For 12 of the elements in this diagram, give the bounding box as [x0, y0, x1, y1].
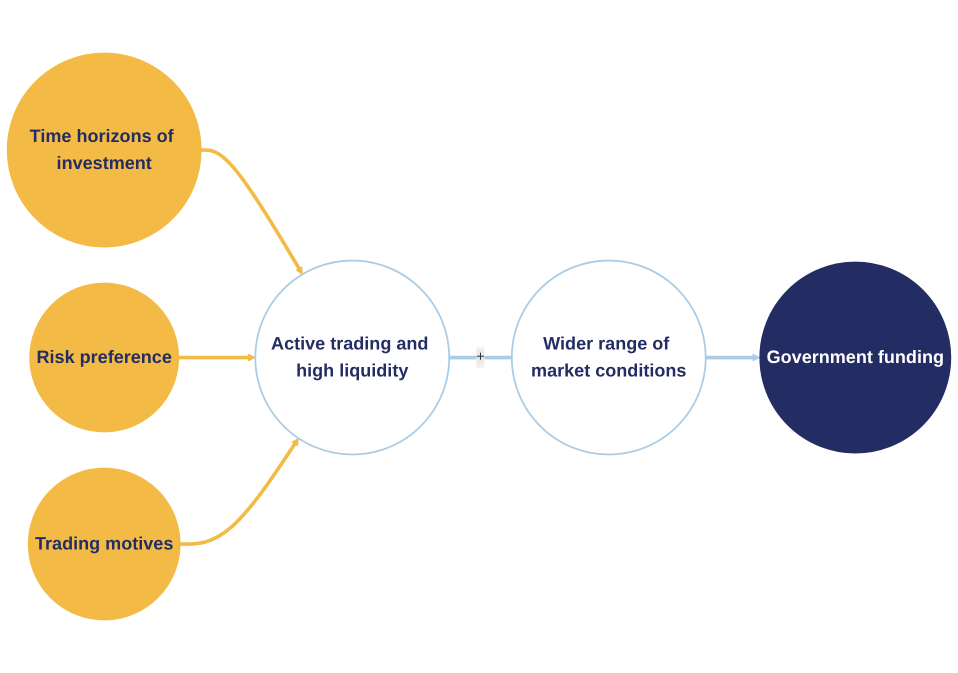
node-circle: Time horizons of investment	[6, 52, 202, 248]
arrow	[706, 354, 760, 362]
edge-label: +	[476, 349, 485, 365]
node-circle: Risk preference	[29, 282, 180, 432]
node-circle: Trading motives	[28, 468, 181, 620]
arrow	[180, 438, 299, 546]
node-circle: Wider range of market conditions	[510, 260, 707, 456]
node-circle: Government funding	[759, 262, 952, 454]
connector	[449, 356, 512, 360]
arrow	[201, 148, 303, 275]
node-circle: Active trading and high liquidity	[254, 260, 450, 456]
arrow	[178, 354, 256, 362]
